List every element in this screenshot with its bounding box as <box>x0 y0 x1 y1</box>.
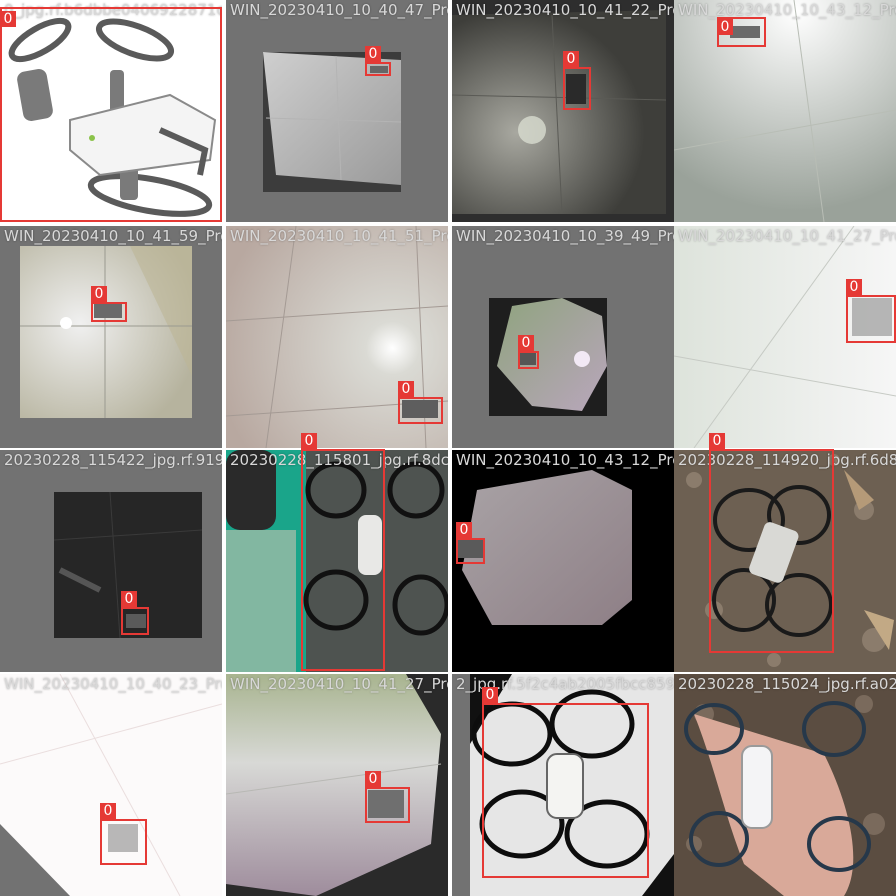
tile-13: WIN_20230410_10_40_23_Pro_jpg.rf <box>0 674 222 896</box>
tile-5: WIN_20230410_10_41_59_Pro_jpg.rf <box>0 226 222 448</box>
floor-image <box>0 450 222 672</box>
image-caption: 20230228_114920_jpg.rf.6d82 <box>678 451 896 469</box>
tile-8: WIN_20230410_10_41_27_Pro_jpg.rf <box>674 226 896 448</box>
image-caption: WIN_20230410_10_41_22_Pro_jpg.rf <box>456 1 674 19</box>
tile-16: 20230228_115024_jpg.rf.a020 <box>674 674 896 896</box>
floor-image <box>674 226 896 448</box>
tile-6: WIN_20230410_10_41_51_Pro_jpg.rf <box>226 226 448 448</box>
tile-3: WIN_20230410_10_41_22_Pro_jpg.rf <box>452 0 674 222</box>
image-caption: WIN_20230410_10_43_12_Pro_jpg.rf <box>678 1 896 19</box>
tile-7: WIN_20230410_10_39_49_Pro_jpg.rf <box>452 226 674 448</box>
tile-2: WIN_20230410_10_40_47_Pro_jpg.rf <box>226 0 448 222</box>
floor-image <box>0 674 222 896</box>
tile-1: 0_jpg.rf.b6dbbe0406922871c1 <box>0 0 222 222</box>
tile-14: WIN_20230410_10_41_27_Pro_jpg.rf <box>226 674 448 896</box>
image-caption: WIN_20230410_10_43_12_Pro_jpg.rf <box>456 451 674 469</box>
drone-topdown-image <box>452 674 674 896</box>
image-caption: WIN_20230410_10_41_27_Pro_jpg.rf <box>230 675 448 693</box>
hand-drone-image <box>674 674 896 896</box>
ground-drone-image <box>674 450 896 672</box>
image-caption: 2_jpg.rf.5f2c4ab2005fbcc859 <box>456 675 674 693</box>
tile-4: WIN_20230410_10_43_12_Pro_jpg.rf <box>674 0 896 222</box>
image-caption: WIN_20230410_10_41_51_Pro_jpg.rf <box>230 227 448 245</box>
image-caption: 20230228_115422_jpg.rf.9192 <box>4 451 222 469</box>
image-caption: WIN_20230410_10_41_27_Pro_jpg.rf <box>678 227 896 245</box>
image-caption: WIN_20230410_10_40_47_Pro_jpg.rf <box>230 1 448 19</box>
drone-render-image <box>0 0 222 222</box>
floor-image <box>452 0 674 222</box>
floor-image <box>226 0 448 222</box>
image-caption: 20230228_115024_jpg.rf.a020 <box>678 675 896 693</box>
image-caption: 20230228_115801_jpg.rf.8dc7a <box>230 451 448 469</box>
drone-closeup-image <box>226 450 448 672</box>
image-caption: WIN_20230410_10_39_49_Pro_jpg.rf <box>456 227 674 245</box>
tile-11: WIN_20230410_10_43_12_Pro_jpg.rf <box>452 450 674 672</box>
image-caption: WIN_20230410_10_40_23_Pro_jpg.rf <box>4 675 222 693</box>
floor-image <box>226 674 448 896</box>
tile-12: 20230228_114920_jpg.rf.6d82 <box>674 450 896 672</box>
tile-15: 2_jpg.rf.5f2c4ab2005fbcc859 <box>452 674 674 896</box>
floor-image <box>0 226 222 448</box>
tile-9: 20230228_115422_jpg.rf.9192 <box>0 450 222 672</box>
image-caption: 0_jpg.rf.b6dbbe0406922871c1 <box>4 1 222 19</box>
floor-image <box>452 226 674 448</box>
tile-10: 20230228_115801_jpg.rf.8dc7a <box>226 450 448 672</box>
floor-image <box>226 226 448 448</box>
floor-image <box>674 0 896 222</box>
floor-image <box>452 450 674 672</box>
image-caption: WIN_20230410_10_41_59_Pro_jpg.rf <box>4 227 222 245</box>
